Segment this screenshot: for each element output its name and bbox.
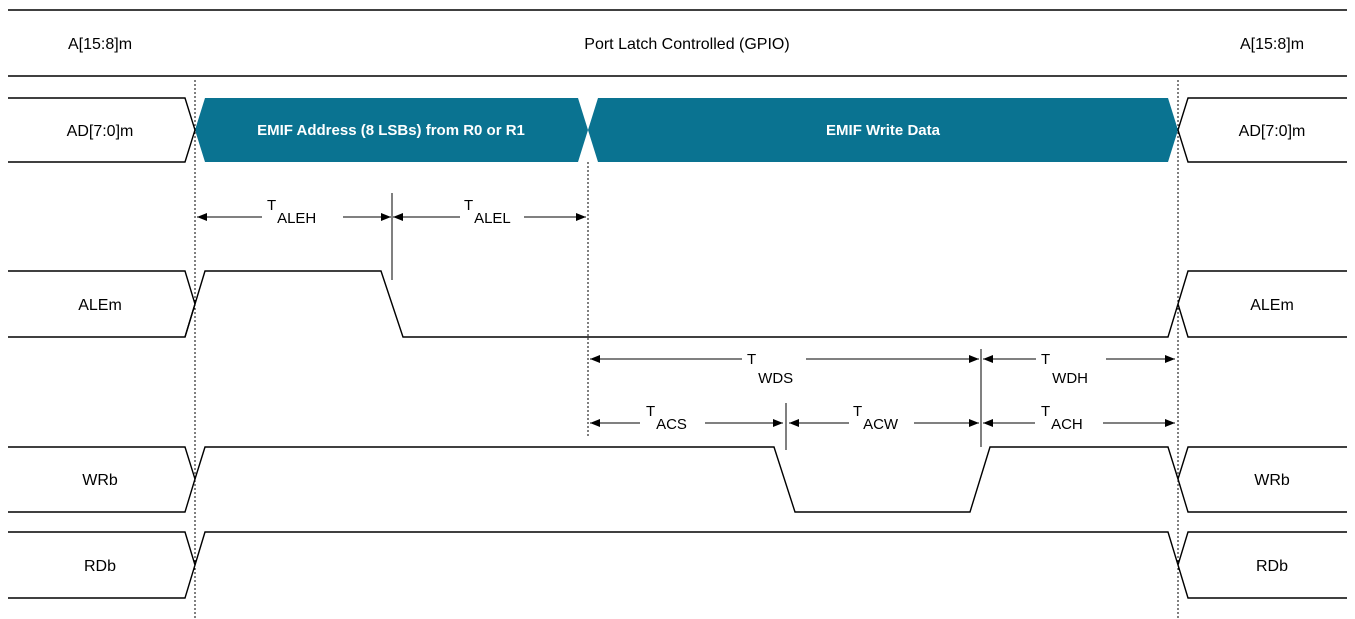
a-bus-center-label: Port Latch Controlled (GPIO) — [584, 36, 789, 53]
rd-left-label: RDb — [84, 558, 116, 575]
t-wdh-label: TWDH — [1041, 351, 1088, 387]
address-phase-box — [195, 98, 588, 162]
ad-bus-right-label: AD[7:0]m — [1239, 123, 1306, 140]
wr-right-label: WRb — [1254, 472, 1290, 489]
t-alel-measure: TALEL — [393, 197, 586, 227]
ale-right-label: ALEm — [1250, 297, 1294, 314]
write-data-phase-label: EMIF Write Data — [826, 122, 941, 139]
t-wdh-measure: TWDH — [983, 351, 1175, 387]
t-ach-label: TACH — [1041, 403, 1083, 433]
a-bus-right-label: A[15:8]m — [1240, 36, 1304, 53]
ad-bus-row: AD[7:0]m EMIF Address (8 LSBs) from R0 o… — [8, 97, 1347, 163]
t-ach-measure: TACH — [983, 403, 1175, 433]
t-aleh-label: TALEH — [267, 197, 316, 227]
t-acs-label: TACS — [646, 403, 687, 433]
address-phase-label: EMIF Address (8 LSBs) from R0 or R1 — [257, 122, 525, 139]
t-aleh-measure: TALEH — [197, 197, 391, 227]
t-alel-label: TALEL — [464, 197, 511, 227]
ale-signal-row: ALEm ALEm — [8, 270, 1347, 338]
rd-signal-row: RDb RDb — [8, 531, 1347, 599]
ad-bus-left-label: AD[7:0]m — [67, 123, 134, 140]
t-acs-measure: TACS — [590, 403, 783, 433]
wr-waveform — [194, 446, 1347, 513]
rd-waveform — [194, 531, 1347, 599]
t-wds-label: TWDS — [747, 351, 793, 387]
wr-left-label: WRb — [82, 472, 118, 489]
a-bus-left-label: A[15:8]m — [68, 36, 132, 53]
wr-signal-row: WRb WRb — [8, 446, 1347, 513]
t-acw-label: TACW — [853, 403, 899, 433]
ale-pulse — [184, 270, 1347, 338]
write-data-phase-box — [588, 98, 1178, 162]
ale-left-label: ALEm — [78, 297, 122, 314]
rd-right-label: RDb — [1256, 558, 1288, 575]
t-acw-measure: TACW — [789, 403, 979, 433]
a-bus-row: A[15:8]m Port Latch Controlled (GPIO) A[… — [8, 9, 1347, 77]
t-wds-measure: TWDS — [590, 351, 979, 387]
